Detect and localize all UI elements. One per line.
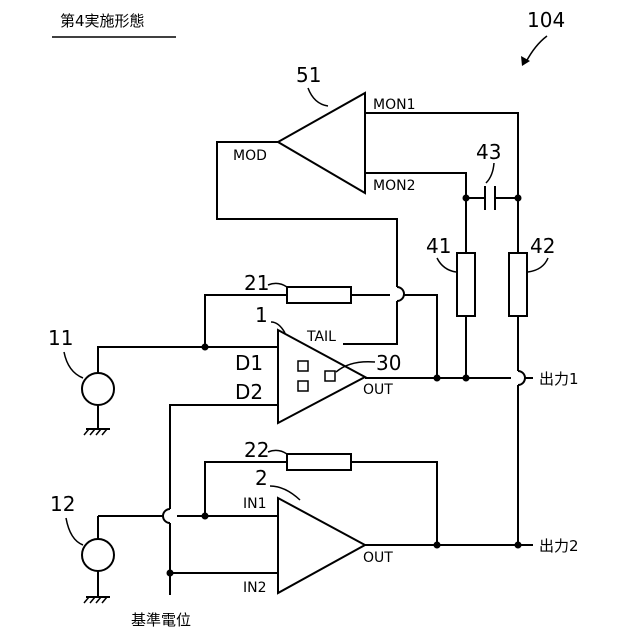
resistor-41 bbox=[457, 253, 475, 316]
resistor-21-label: 21 bbox=[244, 271, 269, 295]
node-out2-b bbox=[515, 542, 522, 549]
wire-r22-right bbox=[351, 462, 437, 545]
source-12 bbox=[82, 539, 114, 571]
pin-d2: D2 bbox=[235, 380, 263, 404]
amplifier-2 bbox=[278, 498, 365, 593]
opamp-51-label: 51 bbox=[296, 63, 321, 87]
wire-r21-left bbox=[205, 295, 287, 347]
opamp-51 bbox=[278, 93, 365, 193]
capacitor-43-leader bbox=[486, 163, 494, 183]
resistor-42-leader bbox=[528, 258, 548, 272]
capacitor-43-label: 43 bbox=[476, 140, 501, 164]
amplifier-1-label: 1 bbox=[255, 303, 268, 327]
node-cap-left bbox=[463, 195, 470, 202]
pin-tail: TAIL bbox=[306, 329, 336, 345]
amplifier-2-label: 2 bbox=[255, 466, 268, 490]
pin-in1: IN1 bbox=[243, 496, 267, 512]
resistor-22 bbox=[287, 454, 351, 470]
crossover-ref bbox=[163, 509, 170, 523]
resistor-21-leader bbox=[268, 283, 287, 287]
detector-30-label: 30 bbox=[376, 351, 401, 375]
resistor-41-leader bbox=[437, 258, 456, 272]
source-12-leader bbox=[66, 518, 83, 545]
source-11 bbox=[82, 373, 114, 405]
terminal-output2: 出力2 bbox=[539, 537, 579, 555]
node-out1-b bbox=[463, 375, 470, 382]
resistor-41-label: 41 bbox=[426, 234, 451, 258]
pin-d1: D1 bbox=[235, 351, 263, 375]
source-11-label: 11 bbox=[48, 326, 73, 350]
pin-out-1: OUT bbox=[363, 382, 393, 398]
figure-number-leader bbox=[526, 36, 547, 62]
terminal-reference: 基準電位 bbox=[131, 611, 191, 629]
source-12-label: 12 bbox=[50, 492, 75, 516]
opamp-51-leader bbox=[308, 88, 328, 106]
pin-mod: MOD bbox=[233, 148, 267, 164]
node-in1 bbox=[202, 513, 209, 520]
resistor-22-label: 22 bbox=[244, 438, 269, 462]
resistor-21 bbox=[287, 287, 351, 303]
pin-out-2: OUT bbox=[363, 550, 393, 566]
resistor-22-leader bbox=[268, 450, 287, 454]
terminal-output1: 出力1 bbox=[539, 370, 579, 388]
figure-title: 第4実施形態 bbox=[60, 12, 145, 30]
pin-mon2: MON2 bbox=[373, 178, 415, 194]
figure-number: 104 bbox=[527, 8, 565, 32]
pin-mon1: MON1 bbox=[373, 97, 415, 113]
source-11-leader bbox=[64, 352, 83, 378]
crossover-output1 bbox=[518, 371, 525, 385]
amplifier-2-leader bbox=[270, 486, 300, 500]
wire-tail bbox=[343, 301, 397, 344]
wire-r21-right bbox=[404, 295, 437, 378]
resistor-42 bbox=[509, 253, 527, 316]
resistor-42-label: 42 bbox=[530, 234, 555, 258]
crossover-r21 bbox=[397, 287, 404, 301]
node-cap-right bbox=[515, 195, 522, 202]
pin-in2: IN2 bbox=[243, 580, 267, 596]
node-d1 bbox=[202, 344, 209, 351]
